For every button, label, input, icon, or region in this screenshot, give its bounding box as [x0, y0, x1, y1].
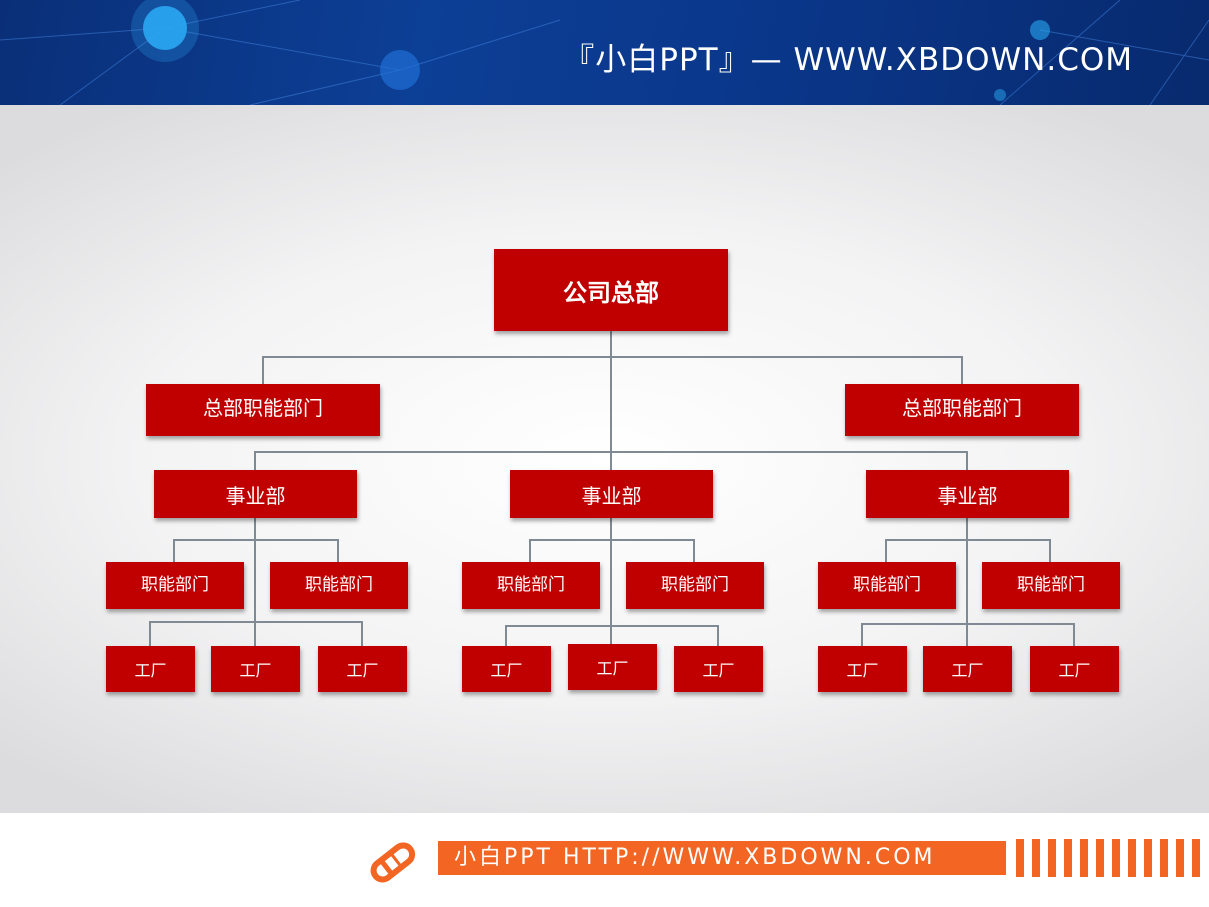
node-factory: 工厂	[674, 646, 763, 692]
node-factory: 工厂	[1030, 646, 1119, 692]
node-company-hq: 公司总部	[494, 249, 728, 331]
node-factory: 工厂	[818, 646, 907, 692]
node-factory: 工厂	[568, 644, 657, 690]
connector-line	[529, 539, 695, 562]
node-department: 职能部门	[106, 562, 244, 609]
node-hq-department: 总部职能部门	[845, 384, 1079, 436]
node-division: 事业部	[510, 470, 713, 518]
node-factory: 工厂	[318, 646, 407, 692]
node-department: 职能部门	[270, 562, 408, 609]
footer-url-bar: 小白PPT HTTP://WWW.XBDOWN.COM	[438, 841, 1006, 875]
node-factory: 工厂	[462, 646, 551, 692]
footer-stripes-graphic	[1016, 839, 1200, 877]
header-title: 『小白PPT』— WWW.XBDOWN.COM	[563, 42, 1133, 78]
node-factory: 工厂	[923, 646, 1012, 692]
connector-line	[262, 356, 963, 384]
node-division: 事业部	[154, 470, 357, 518]
header-banner: 『小白PPT』— WWW.XBDOWN.COM	[0, 0, 1209, 105]
connector-line	[149, 621, 363, 646]
node-department: 职能部门	[982, 562, 1120, 609]
footer: 小白PPT HTTP://WWW.XBDOWN.COM	[0, 813, 1209, 907]
node-factory: 工厂	[211, 646, 300, 692]
network-background-graphic	[0, 0, 1209, 105]
connector-line	[173, 539, 339, 562]
slide-area	[0, 105, 1209, 813]
node-factory: 工厂	[106, 646, 195, 692]
connector-line	[861, 623, 1075, 646]
node-department: 职能部门	[818, 562, 956, 609]
connector-line	[505, 625, 719, 646]
node-hq-department: 总部职能部门	[146, 384, 380, 436]
connector-line	[885, 539, 1051, 562]
node-department: 职能部门	[626, 562, 764, 609]
pencil-icon	[370, 842, 416, 883]
node-division: 事业部	[866, 470, 1069, 518]
node-department: 职能部门	[462, 562, 600, 609]
